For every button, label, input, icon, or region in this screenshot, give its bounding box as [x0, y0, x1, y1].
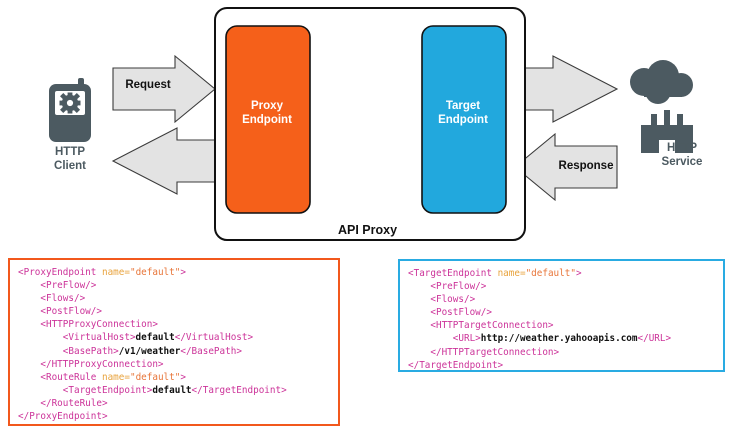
- http-service-label-line2: Service: [661, 156, 703, 168]
- code-line: <PreFlow/>: [430, 281, 487, 293]
- code-line: <PreFlow/>: [40, 280, 97, 292]
- proxy-to-client-arrow: [111, 127, 216, 195]
- http-client-icon: [49, 78, 91, 142]
- code-line: </TargetEndpoint>: [408, 359, 504, 371]
- code-line: </ProxyEndpoint>: [18, 411, 108, 423]
- code-line: <Flows/>: [40, 293, 86, 305]
- target-endpoint-box[interactable]: [421, 25, 507, 214]
- api-proxy-container-label: API Proxy: [337, 223, 398, 237]
- code-line: <HTTPProxyConnection>: [40, 319, 158, 331]
- proxy-endpoint-xml-block[interactable]: <ProxyEndpoint name="default"> <PreFlow/…: [8, 258, 340, 426]
- http-service-label-line1: HTTP: [666, 142, 698, 154]
- code-line: <HTTPTargetConnection>: [430, 320, 554, 332]
- response-arrow-label: Response: [558, 160, 614, 172]
- http-service-label: HTTP Service: [638, 141, 726, 169]
- request-arrow: [112, 54, 216, 124]
- proxy-endpoint-box[interactable]: [225, 25, 311, 214]
- proxy-endpoint-label-line2: Endpoint: [242, 113, 292, 126]
- code-line: </RouteRule>: [40, 397, 108, 409]
- response-arrow: [514, 132, 618, 202]
- http-client-label-line2: Client: [54, 160, 86, 172]
- code-line: <TargetEndpoint name="default">: [408, 268, 582, 279]
- code-line: <URL>http://weather.yahooapis.com</URL>: [452, 333, 672, 345]
- target-endpoint-label: Target Endpoint: [421, 100, 505, 127]
- request-arrow-label: Request: [125, 79, 171, 91]
- http-service-icon: [630, 60, 693, 153]
- http-client-label-line1: HTTP: [54, 146, 86, 158]
- code-line: <TargetEndpoint>default</TargetEndpoint>: [62, 384, 287, 396]
- proxy-endpoint-label: Proxy Endpoint: [225, 100, 309, 127]
- target-endpoint-label-line1: Target: [445, 100, 481, 112]
- proxy-endpoint-label-line1: Proxy: [251, 100, 283, 112]
- target-endpoint-label-line2: Endpoint: [438, 113, 488, 126]
- code-line: <VirtualHost>default</VirtualHost>: [62, 332, 254, 344]
- http-client-label: HTTP Client: [28, 145, 112, 173]
- code-line: <Flows/>: [430, 294, 476, 306]
- code-line: <PostFlow/>: [40, 306, 102, 318]
- code-line: <BasePath>/v1/weather</BasePath>: [62, 345, 242, 357]
- code-line: </HTTPTargetConnection>: [430, 346, 560, 358]
- code-line: <RouteRule name="default">: [40, 371, 186, 383]
- code-line: <PostFlow/>: [430, 307, 492, 319]
- code-line: <ProxyEndpoint name="default">: [18, 267, 186, 278]
- target-endpoint-xml-block[interactable]: <TargetEndpoint name="default"> <PreFlow…: [398, 259, 725, 372]
- code-line: </HTTPProxyConnection>: [40, 358, 164, 370]
